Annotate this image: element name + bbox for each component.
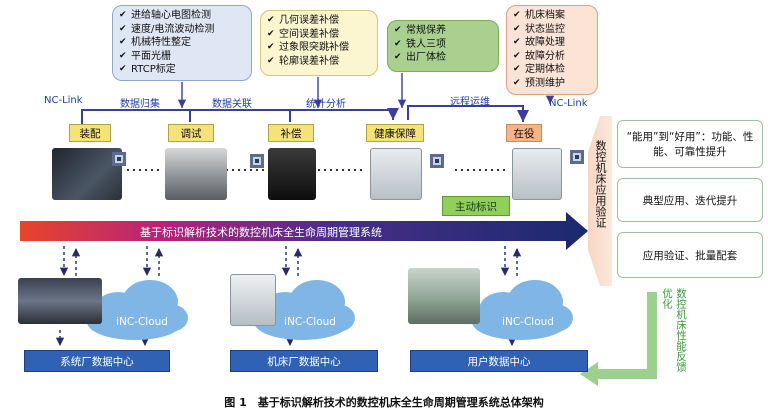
capability-item: 几何误差补偿: [267, 14, 371, 28]
feedback-arrow: [598, 292, 657, 379]
machine-debug-image: [165, 148, 227, 200]
capability-item: 定期体检: [513, 63, 591, 77]
data-relate-label: 数据关联: [212, 99, 252, 110]
capability-item: 平面光栅: [119, 50, 245, 64]
capability-box-compensation: 几何误差补偿 空间误差补偿 过象限突跳补偿 轮廓误差补偿: [260, 10, 378, 76]
datacenter-machine-vendor: 机床厂数据中心: [230, 350, 378, 372]
stage-in-service: 在役: [506, 124, 542, 142]
feedback-arrow-head: [580, 362, 598, 386]
cloud-label-machine: iNC-Cloud: [284, 316, 336, 328]
identifier-chip-icon: [570, 150, 584, 164]
capability-box-assembly-debug: 进给轴心电图检测 速度/电流波动检测 机械特性整定 平面光栅 RTCP标定: [112, 5, 252, 81]
nc-link-right-label: NC-Link: [549, 98, 588, 109]
flow-line-main: [81, 108, 399, 124]
cloud-shape: [87, 280, 188, 340]
capability-item: 进给轴心电图检测: [119, 9, 245, 23]
capability-item: 预测维护: [513, 77, 591, 91]
stat-analysis-label: 统计分析: [306, 99, 346, 110]
stage-debug: 调试: [168, 124, 214, 142]
capability-box-health: 常规保养 铁人三项 出厂体检: [387, 20, 499, 72]
active-identifier-label: 主动标识: [442, 196, 510, 216]
capability-item: 轮廓误差补偿: [267, 55, 371, 69]
cloud-link-arrows: [59, 246, 522, 276]
capability-item: 空间误差补偿: [267, 28, 371, 42]
capability-item: 故障处理: [513, 36, 591, 50]
stage-compensation: 补偿: [268, 124, 314, 142]
feedback-text: 数控机床性能反馈优化: [661, 288, 687, 372]
datacenter-system-vendor: 系统厂数据中心: [24, 350, 170, 372]
validation-box-iteration: 典型应用、迭代提升: [617, 178, 763, 222]
remote-ops-label: 远程运维: [450, 97, 490, 108]
lifecycle-system-title: 基于标识解析技术的数控机床全生命周期管理系统: [140, 226, 382, 239]
capability-item: 状态监控: [513, 23, 591, 37]
capability-item: 过象限突跳补偿: [267, 41, 371, 55]
capability-item: 机床档案: [513, 9, 591, 23]
capability-item: 机械特性整定: [119, 36, 245, 50]
stage-assembly: 装配: [69, 124, 111, 142]
capability-item: 速度/电流波动检测: [119, 23, 245, 37]
application-validation-title: 数控机床应用验证: [594, 140, 607, 228]
application-validation-arrow: [588, 116, 612, 286]
cloud-label-system: iNC-Cloud: [116, 316, 168, 328]
identifier-chip-icon: [430, 154, 444, 168]
nc-link-left-label: NC-Link: [44, 95, 83, 106]
cloud-label-user: iNC-Cloud: [502, 316, 554, 328]
data-collect-label: 数据归集: [120, 99, 160, 110]
validation-box-batch: 应用验证、批量配套: [617, 232, 763, 278]
stage-health: 健康保障: [366, 124, 424, 142]
identifier-chip-icon: [250, 154, 264, 168]
capability-box-in-service: 机床档案 状态监控 故障处理 故障分析 定期体检 预测维护: [506, 5, 598, 95]
machine-compensation-image: [268, 148, 316, 200]
lifecycle-main-arrow: [20, 212, 588, 250]
capability-item: 铁人三项: [394, 38, 492, 52]
figure-caption: 图 1 基于标识解析技术的数控机床全生命周期管理系统总体架构: [224, 396, 544, 409]
machine-assembly-image: [52, 148, 122, 200]
cloud-shape: [472, 280, 573, 340]
datacenter-user: 用户数据中心: [410, 350, 588, 372]
machine-health-image: [370, 148, 422, 200]
user-factory-image: [408, 268, 480, 324]
capability-item: 故障分析: [513, 50, 591, 64]
flow-line-remote: [407, 105, 524, 120]
validation-box-capability: “能用”到“好用”：功能、性能、可靠性提升: [617, 120, 763, 168]
machine-in-service-image: [512, 148, 562, 200]
machine-vendor-machine-image: [230, 274, 276, 326]
capability-item: RTCP标定: [119, 63, 245, 77]
system-vendor-panels-image: [18, 278, 102, 324]
capability-item: 常规保养: [394, 24, 492, 38]
capability-item: 出厂体检: [394, 51, 492, 65]
identifier-chip-icon: [112, 152, 126, 166]
